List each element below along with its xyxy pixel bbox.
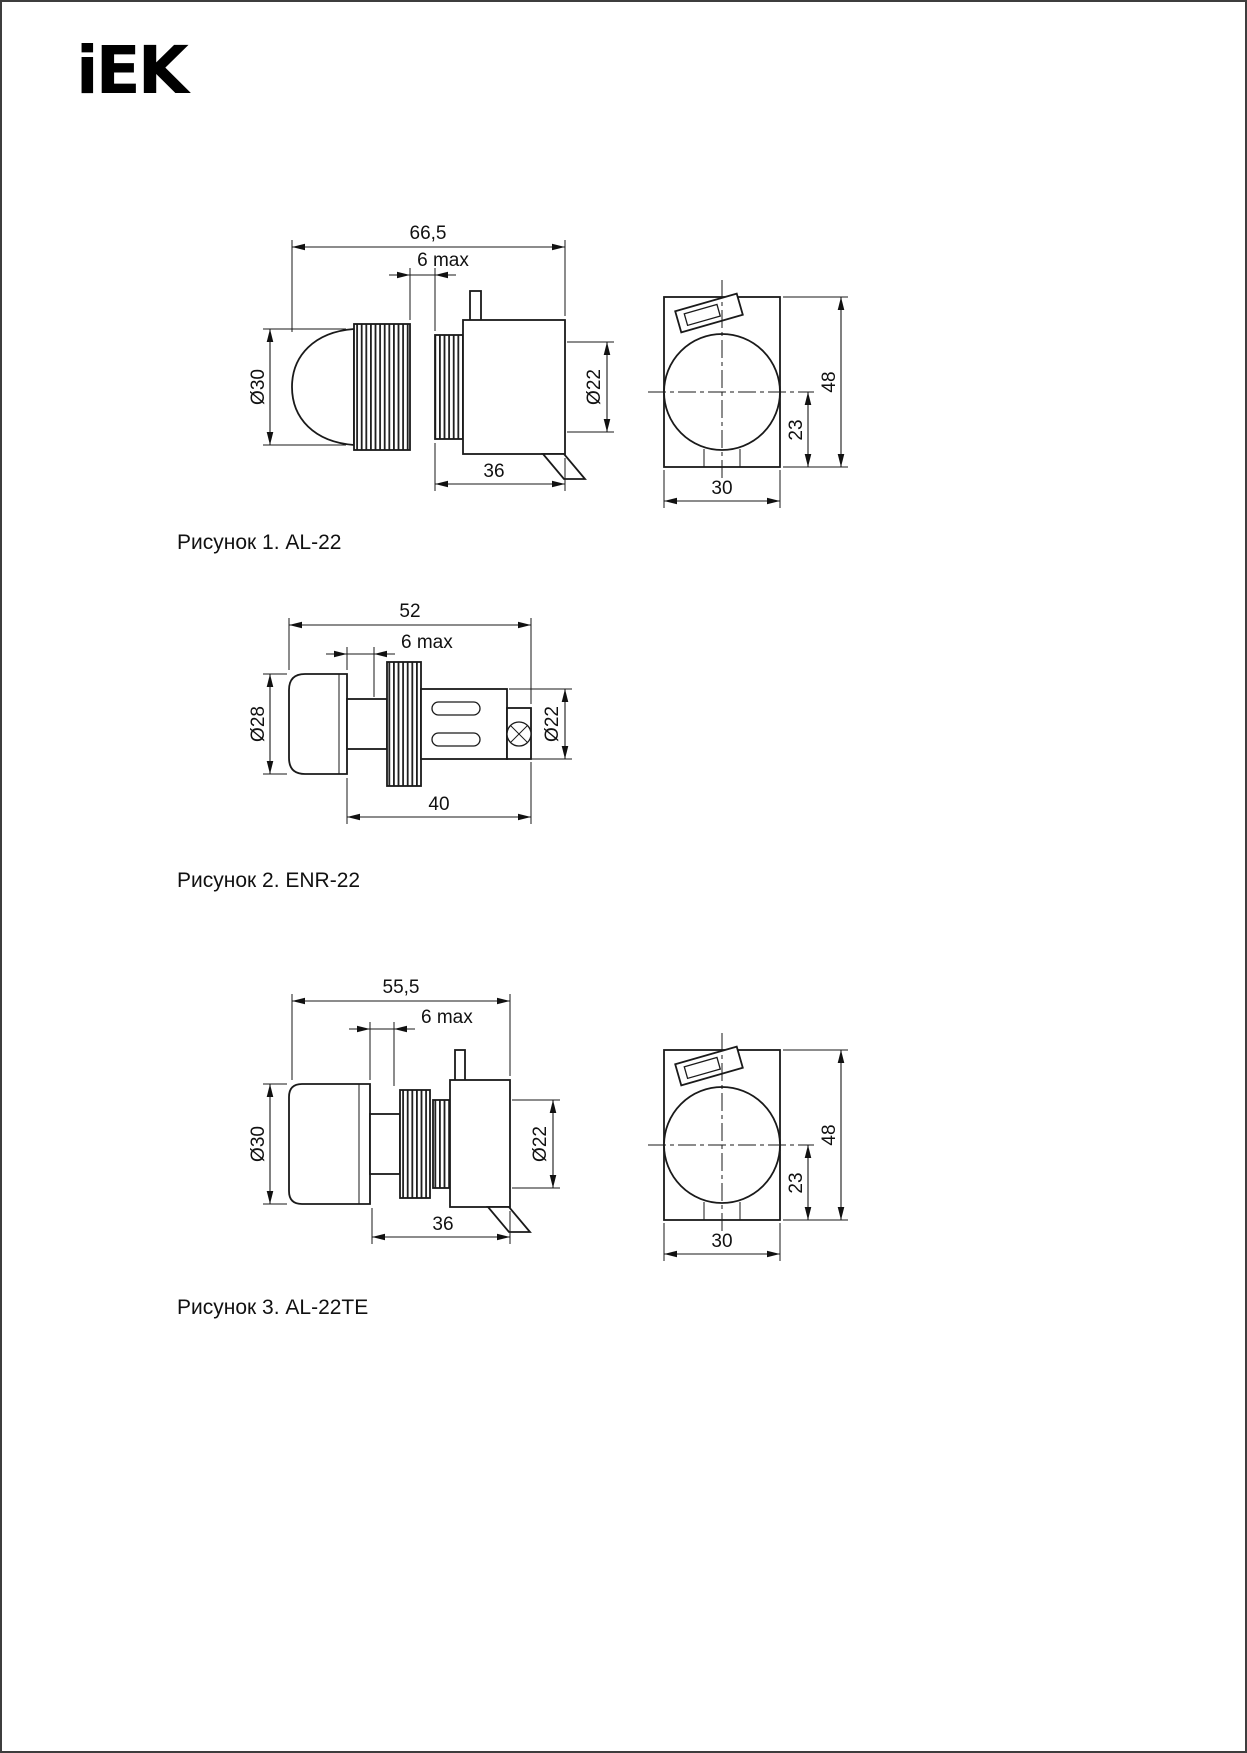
fig1-panel-max-label: 6 max: [417, 250, 469, 271]
fig1-fixing-nut: [434, 334, 464, 440]
fig3-lens: [288, 1083, 371, 1205]
fig1-side-view: [291, 290, 587, 480]
figure-2: 52 6 max Ø28 Ø22: [177, 601, 572, 892]
fig1-dim-panel-max: 6 max: [389, 250, 469, 331]
fig3-total-width-label: 55,5: [383, 977, 420, 998]
fig2-lens: [288, 673, 348, 775]
fig2-fixing-nut: [386, 661, 422, 787]
fig2-caption: Рисунок 2. ENR-22: [177, 869, 360, 892]
fig3-dim-panel-max: 6 max: [349, 1007, 473, 1086]
fig1-front-width-label: 30: [711, 478, 732, 499]
fig3-dim-lens-diameter: Ø30: [248, 1083, 287, 1205]
fig1-lens-dome: [291, 328, 355, 446]
fig1-dim-front-height: 48: [783, 296, 848, 468]
fig3-dim-front-width: 30: [663, 1223, 781, 1261]
fig1-front-key-tab: [674, 292, 744, 334]
fig1-dim-front-width: 30: [663, 470, 781, 508]
fig3-front-view: [648, 1033, 814, 1235]
fig1-body: [462, 319, 566, 455]
fig1-dim-front-center-to-bottom: 23: [786, 392, 812, 467]
fig1-dim-mount-diameter: Ø22: [567, 341, 614, 433]
fig3-front-height-label: 48: [819, 1124, 840, 1145]
fig2-neck: [346, 698, 388, 750]
fig1-front-center-to-bottom-label: 23: [786, 419, 807, 440]
fig2-body-depth-label: 40: [428, 794, 449, 815]
fig3-dim-front-center-to-bottom: 23: [786, 1145, 812, 1220]
fig3-body: [449, 1079, 511, 1208]
fig3-dim-body-depth: 36: [371, 1208, 511, 1244]
fig2-slot-lower: [431, 732, 481, 747]
fig3-lens-diameter-label: Ø30: [248, 1126, 269, 1162]
fig1-dim-total-width: 66,5: [291, 223, 566, 332]
fig2-dim-body-depth: 40: [346, 762, 532, 824]
fig3-terminal-pin: [454, 1049, 466, 1082]
fig3-mount-diameter-label: Ø22: [530, 1126, 551, 1162]
fig1-dim-lens-diameter: Ø30: [248, 328, 346, 446]
figure-1: 66,5 6 max Ø30 Ø22: [177, 223, 848, 554]
fig2-dim-total-width: 52: [288, 601, 532, 704]
fig2-body: [420, 688, 508, 760]
fig1-dim-body-depth: 36: [434, 443, 566, 491]
fig3-fixing-nut: [432, 1099, 451, 1189]
fig1-caption: Рисунок 1. AL-22: [177, 531, 341, 554]
fig3-side-view: [288, 1049, 532, 1233]
fig3-front-key-tab: [674, 1045, 744, 1087]
fig1-front-view: [648, 280, 814, 482]
fig1-body-depth-label: 36: [483, 461, 504, 482]
figure-3: 55,5 6 max Ø30 Ø22: [177, 977, 848, 1319]
fig2-slot-upper: [431, 701, 481, 716]
fig3-terminal-tab: [486, 1206, 532, 1233]
fig2-mount-diameter-label: Ø22: [542, 706, 563, 742]
fig3-dim-mount-diameter: Ø22: [512, 1099, 560, 1189]
fig3-bezel-knurl: [399, 1089, 431, 1199]
fig3-front-center-to-bottom-label: 23: [786, 1172, 807, 1193]
fig1-mount-diameter-label: Ø22: [584, 369, 605, 405]
fig1-terminal-pin: [469, 290, 482, 322]
fig3-neck: [369, 1113, 401, 1175]
fig2-panel-max-label: 6 max: [401, 632, 453, 653]
fig2-dim-mount-diameter: Ø22: [509, 688, 572, 760]
fig3-caption: Рисунок 3. AL-22TE: [177, 1296, 368, 1319]
fig1-bezel-knurl: [353, 323, 411, 451]
fig2-total-width-label: 52: [399, 601, 420, 622]
fig2-lens-diameter-label: Ø28: [248, 706, 269, 742]
fig3-body-depth-label: 36: [432, 1214, 453, 1235]
fig3-panel-max-label: 6 max: [421, 1007, 473, 1028]
iek-logo: iEK: [76, 32, 189, 109]
fig2-dim-lens-diameter: Ø28: [248, 673, 287, 775]
fig3-dim-front-height: 48: [783, 1049, 848, 1221]
fig3-front-width-label: 30: [711, 1231, 732, 1252]
fig1-terminal-tab: [541, 453, 587, 480]
fig1-total-width-label: 66,5: [410, 223, 447, 244]
fig1-lens-diameter-label: Ø30: [248, 369, 269, 405]
fig2-side-view: [288, 661, 532, 787]
fig1-front-height-label: 48: [819, 371, 840, 392]
fig3-dim-total-width: 55,5: [291, 977, 511, 1080]
fig2-dim-panel-max: 6 max: [326, 632, 453, 697]
